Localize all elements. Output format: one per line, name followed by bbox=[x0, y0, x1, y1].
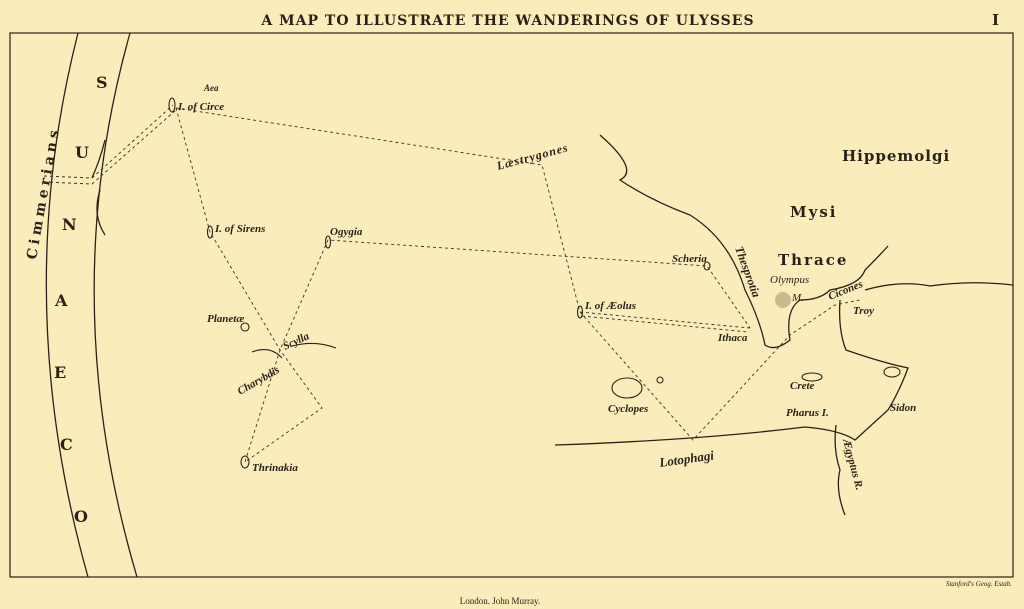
publisher-credit: London. John Murray. bbox=[460, 596, 540, 606]
label-planetae: Planetæ bbox=[207, 313, 244, 325]
engraver-credit: Stanford's Geog. Estab. bbox=[946, 580, 1012, 588]
ocean-letter: S bbox=[96, 73, 110, 92]
label-ithaca: Ithaca bbox=[717, 332, 748, 344]
plate-number: I bbox=[992, 11, 1001, 29]
ocean-letter: U bbox=[75, 143, 91, 162]
label-ogygia: Ogygia bbox=[330, 226, 363, 238]
label-scheria: Scheria bbox=[672, 253, 707, 265]
label-hippemolgi: Hippemolgi bbox=[842, 147, 950, 165]
mount-olympus-icon bbox=[775, 292, 791, 308]
label-charybdis: Charybdis bbox=[236, 364, 282, 398]
label-mysi: Mysi bbox=[790, 203, 837, 221]
coastline-asia-egypt bbox=[554, 299, 909, 446]
label-aegyptus: Ægyptus R. bbox=[840, 437, 865, 492]
label-sidon: Sidon bbox=[890, 402, 916, 414]
map-title: A MAP TO ILLUSTRATE THE WANDERINGS OF UL… bbox=[260, 13, 754, 29]
ocean-letter: O bbox=[74, 507, 90, 526]
label-thesprotia: Thesprotia bbox=[732, 244, 763, 299]
ocean-inner-border bbox=[93, 32, 138, 578]
label-lotophagi: Lotophagi bbox=[657, 447, 715, 470]
coastline-asia-north bbox=[864, 282, 1014, 291]
ocean-letter: A bbox=[54, 291, 69, 310]
ocean-inlet bbox=[96, 189, 106, 236]
label-crete: Crete bbox=[790, 380, 815, 392]
label-aeolus: I. of Æolus bbox=[584, 300, 636, 312]
islands bbox=[168, 97, 901, 469]
map-frame bbox=[9, 32, 1014, 578]
river-aegyptus bbox=[834, 424, 846, 516]
label-pharus: Pharus I. bbox=[786, 407, 829, 419]
ocean-letter: N bbox=[62, 215, 79, 234]
ocean-outer-border bbox=[45, 32, 89, 578]
label-troy: Troy bbox=[853, 305, 874, 317]
ocean-letter: E bbox=[54, 363, 68, 382]
label-circe: I. of Circe bbox=[177, 101, 224, 113]
label-cyclopes: Cyclopes bbox=[608, 403, 648, 415]
label-cicones: Cicones bbox=[827, 278, 865, 303]
label-olympus: Olympus bbox=[770, 274, 809, 286]
voyage-routes bbox=[43, 104, 861, 464]
label-olympus-m: M. bbox=[791, 292, 804, 304]
ocean-letter: C bbox=[60, 435, 75, 454]
label-cimmerians: Cimmerians bbox=[24, 125, 63, 261]
coastline-greece-thrace bbox=[599, 134, 889, 349]
ocean-inlet-2 bbox=[91, 139, 106, 179]
label-scylla: Scylla bbox=[281, 330, 311, 353]
label-laestrygones: Læstrygones bbox=[494, 140, 570, 173]
label-aea: Aea bbox=[203, 83, 219, 93]
label-sirens: I. of Sirens bbox=[214, 223, 265, 235]
ocean-letters: S U N A E C O bbox=[54, 73, 110, 526]
label-thrace: Thrace bbox=[778, 251, 848, 269]
label-thrinakia: Thrinakia bbox=[252, 462, 298, 474]
